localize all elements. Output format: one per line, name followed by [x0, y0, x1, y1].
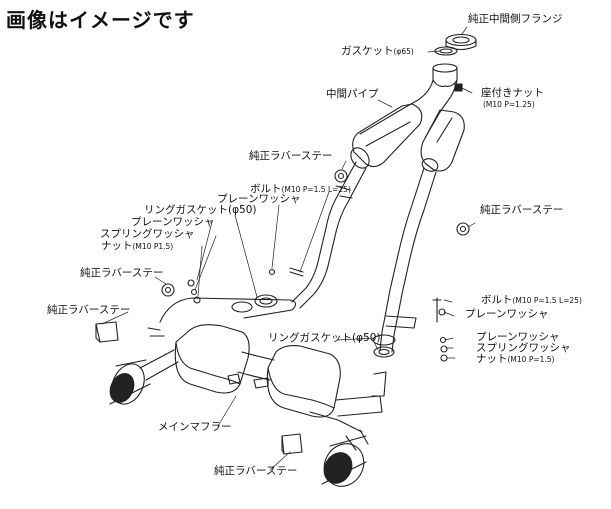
label-nut-right-text: ナット	[476, 353, 508, 365]
label-flanged-nut-spec: (M10 P=1.25)	[483, 100, 535, 109]
label-plain-washer-left-1: プレーンワッシャ	[217, 193, 301, 205]
label-ring-gasket-left-size: (φ50)	[228, 204, 257, 216]
left-fastener-stack	[187, 267, 304, 313]
label-plain-washer-right-2: プレーンワッシャ	[476, 331, 560, 343]
label-ring-gasket-right: リングガスケット(φ50)	[268, 332, 380, 344]
label-bolt-left-text: ボルト	[250, 183, 282, 195]
label-rubber-stay-3: 純正ラバーステー	[47, 304, 131, 316]
label-center-side-flange: 純正中間側フランジ	[468, 13, 563, 25]
label-flanged-nut: 座付きナット	[481, 87, 544, 99]
label-ring-gasket-left-text: リングガスケット	[144, 204, 228, 216]
label-rubber-stay-4: 純正ラバーステー	[480, 204, 564, 216]
rubber-stay-parts	[95, 169, 470, 455]
label-plain-washer-right-1: プレーンワッシャ	[465, 308, 549, 320]
label-ring-gasket-left: リングガスケット(φ50)	[144, 204, 256, 216]
label-gasket: ガスケット(φ65)	[341, 45, 414, 58]
label-bolt-left: ボルト(M10 P=1.5 L=25)	[250, 183, 351, 196]
page-title: 画像はイメージです	[6, 8, 195, 32]
center-pipe	[291, 63, 465, 353]
label-nut-right-spec: (M10 P=1.5)	[507, 355, 555, 364]
label-nut-left-text: ナット	[101, 240, 133, 252]
label-spring-washer-right: スプリングワッシャ	[476, 342, 571, 354]
label-ring-gasket-right-text: リングガスケット	[268, 332, 352, 344]
label-plain-washer-left-2: プレーンワッシャ	[131, 216, 215, 228]
label-ring-gasket-right-size: (φ50)	[352, 332, 381, 344]
label-gasket-size: (φ65)	[393, 47, 414, 56]
main-muffler	[109, 297, 387, 487]
label-nut-right: ナット(M10 P=1.5)	[476, 353, 555, 366]
label-rubber-stay-1: 純正ラバーステー	[249, 150, 333, 162]
label-nut-left-spec: (M10 P1.5)	[132, 242, 174, 251]
label-nut-left: ナット(M10 P1.5)	[101, 240, 173, 253]
label-center-pipe: 中間パイプ	[326, 88, 379, 100]
right-fastener-stack	[372, 297, 448, 362]
label-spring-washer-left: スプリングワッシャ	[100, 228, 195, 240]
label-rubber-stay-5: 純正ラバーステー	[214, 465, 298, 477]
label-bolt-right-spec: (M10 P=1.5 L=25)	[512, 296, 582, 305]
label-bolt-right-text: ボルト	[481, 294, 513, 306]
label-bolt-right: ボルト(M10 P=1.5 L=25)	[481, 294, 582, 307]
leader-lines	[101, 26, 476, 471]
label-rubber-stay-2: 純正ラバーステー	[80, 267, 164, 279]
label-main-muffler: メインマフラー	[158, 421, 232, 433]
label-gasket-text: ガスケット	[341, 45, 394, 57]
label-bolt-left-spec: (M10 P=1.5 L=25)	[281, 185, 351, 194]
center-side-flange	[445, 33, 477, 51]
